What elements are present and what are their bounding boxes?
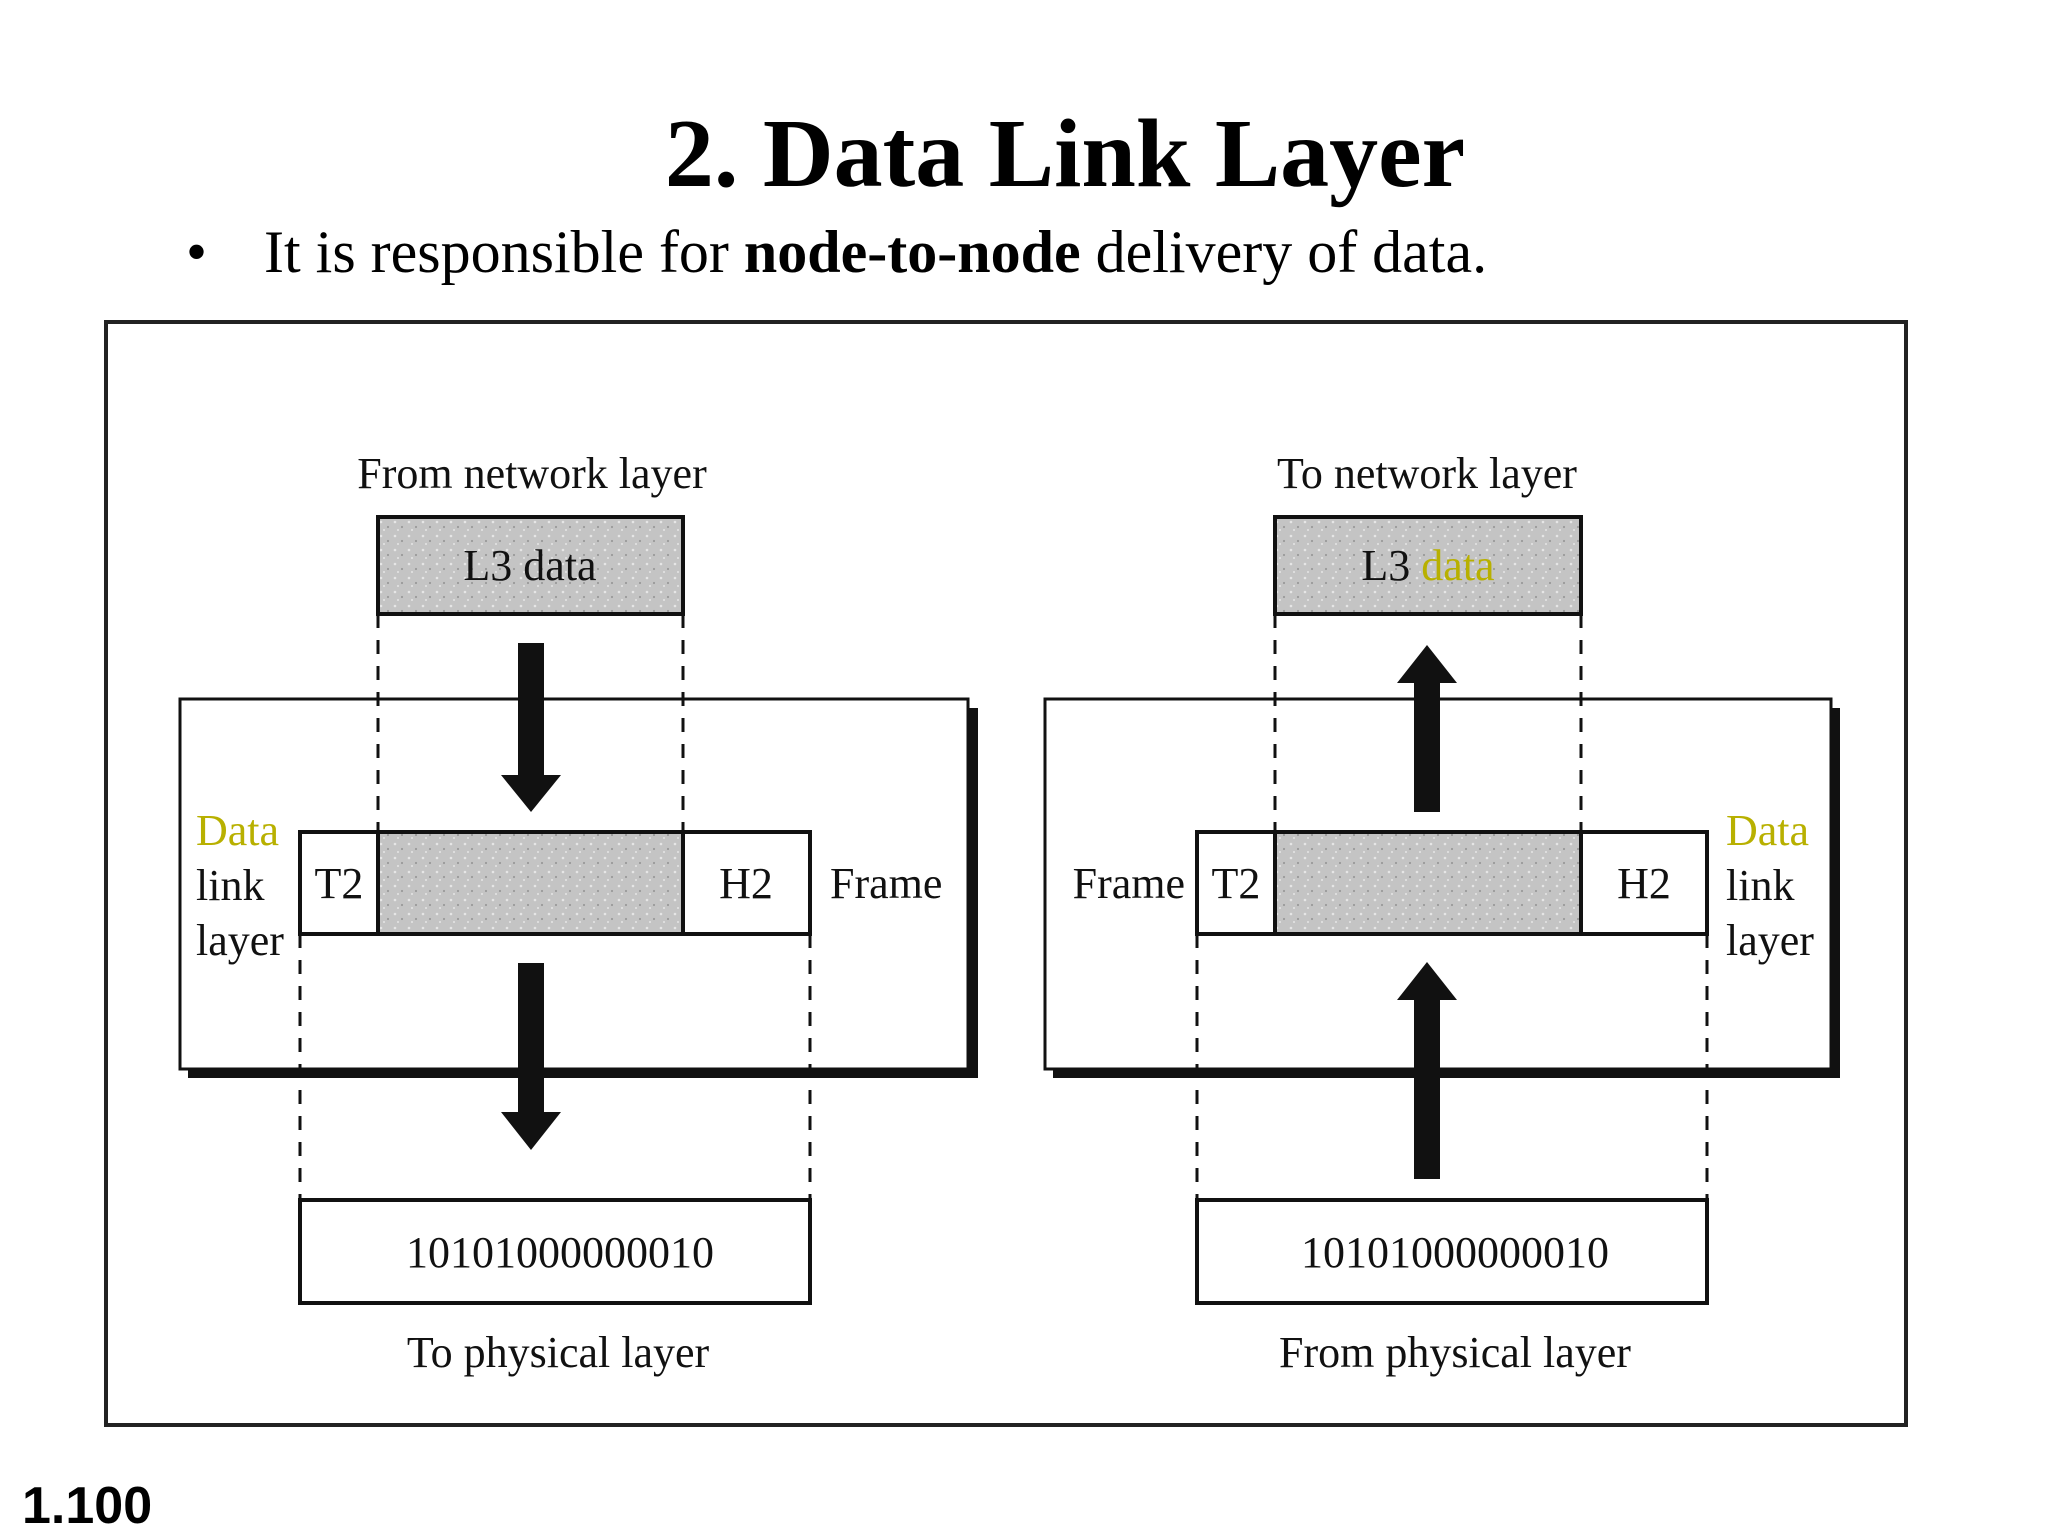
sender-bottom-label: To physical layer [407,1328,710,1377]
receiver-header-label: H2 [1617,859,1671,908]
sender-side: From network layer L3 data T2 H2 Frame D… [178,449,978,1377]
sender-trailer-label: T2 [315,859,364,908]
sender-bits-label: 10101000000010 [406,1228,714,1277]
sender-frame-label: Frame [830,859,942,908]
receiver-frame-label: Frame [1073,859,1185,908]
receiver-top-label: To network layer [1277,449,1577,498]
bullet-point: • It is responsible for node-to-node deli… [186,222,1487,282]
receiver-arrow-up-icon [1397,962,1457,1179]
receiver-layer-label-3: layer [1726,916,1814,965]
sender-l3-data-label: L3 data [463,541,596,590]
receiver-layer-label-2: link [1726,861,1794,910]
receiver-l3-part2: data [1421,541,1494,590]
sender-arrow-down-icon [501,963,561,1150]
receiver-arrow-up-icon [1397,645,1457,812]
sender-header-label: H2 [719,859,773,908]
sender-frame-data-cell [376,830,685,936]
sender-layer-label-3: layer [196,916,284,965]
sender-l3-data-box [376,515,685,616]
receiver-trailer-cell [1195,830,1277,936]
receiver-l3-data-box [1273,515,1583,616]
receiver-bits-box [1195,1198,1709,1305]
bullet-text-after: delivery of data. [1080,219,1488,285]
sender-header-cell [681,830,812,936]
slide-number: 1.100 [22,1477,153,1535]
receiver-bottom-label: From physical layer [1279,1328,1631,1377]
sender-layer-label-1: Data [196,806,279,855]
receiver-header-cell [1579,830,1709,936]
sender-arrow-down-icon [501,643,561,812]
receiver-layer-label-1: Data [1726,806,1809,855]
sender-bits-box [298,1198,812,1305]
bullet-text-bold: node-to-node [743,219,1081,285]
sender-top-label: From network layer [357,449,707,498]
sender-trailer-cell [298,830,380,936]
receiver-bits-label: 10101000000010 [1301,1228,1609,1277]
bullet-text-before: It is responsible for [264,219,744,285]
receiver-l3-data-label: L3 data [1361,541,1494,590]
receiver-l3-part1: L3 [1361,541,1410,590]
receiver-frame-data-cell [1273,830,1583,936]
slide-title: 2. Data Link Layer [664,100,1466,208]
receiver-trailer-label: T2 [1212,859,1261,908]
receiver-side: To network layer L3 data T2 H2 Frame Dat… [1043,449,1840,1377]
bullet-icon: • [186,219,208,285]
sender-layer-label-2: link [196,861,264,910]
